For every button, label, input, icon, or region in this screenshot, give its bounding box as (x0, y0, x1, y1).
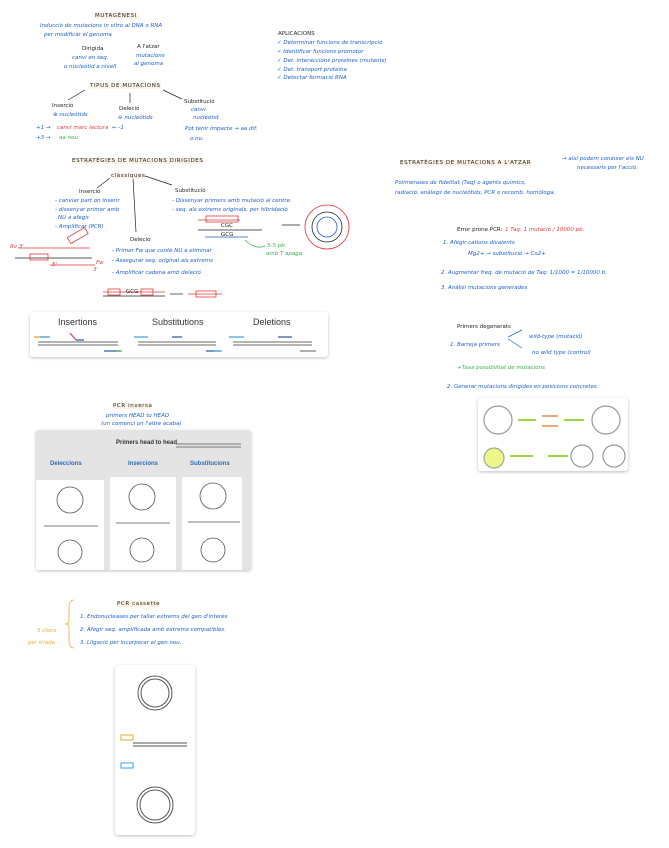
text: mutacions (136, 53, 165, 59)
side-note: per triada (28, 640, 56, 646)
list-item: - Primer Fw que conté NU a eliminar (112, 248, 212, 254)
label-deletions: Deletions (253, 317, 291, 327)
text: Polimerases de fidelitat (Taq) o agents … (395, 180, 526, 186)
text: Pot tenir impacte → aa dif. (185, 126, 258, 132)
definition-line: per modificar el genoma (44, 32, 112, 38)
list-item: NU a afegir. (58, 215, 91, 221)
text: al genoma (134, 61, 164, 67)
text: o no. (190, 136, 204, 142)
figure-head-to-head: Primers head to head Deleccions Insercio… (36, 430, 251, 570)
side-note: 5 clons (37, 628, 57, 634)
label: 3-5 pb (267, 243, 285, 249)
text: +Taxa possibilitat de mutacions (457, 365, 546, 371)
list-item: 2. Generar mutacions dirigides en posici… (447, 384, 599, 390)
list-item: - canviar part on inserir (55, 198, 120, 204)
heading-dirigida: Dirigida (82, 46, 104, 52)
label: Primers head to head (116, 440, 178, 446)
text: +1 → (36, 125, 51, 131)
definition-line: Inducció de mutacions in vitro al DNA o … (40, 23, 163, 29)
list-item: 2. Afegir seq. amplificada amb extrems c… (80, 627, 226, 633)
heading-classiques: clàssiques (111, 173, 146, 179)
title-cassette: PCR cassette (117, 601, 161, 607)
text: primers HEAD to HEAD (106, 413, 170, 419)
text: ⊕ nucleòtids (53, 112, 88, 118)
text: canvi en seq. (72, 55, 109, 61)
heading-insercio: Inserció (79, 189, 101, 195)
text: nucleòtid (193, 115, 219, 121)
label: Fw (96, 260, 104, 266)
aplicacio-item: ✓ Detectar formació RNA (277, 75, 347, 81)
list-item: - Amplificar cadena amb deleció (112, 270, 201, 276)
list-item: 1. Afegir cations divalents (443, 240, 515, 246)
list-item: - Assegurar seq. original als extrems (112, 258, 213, 264)
label: Deleccions (50, 461, 82, 467)
figure-cassette (115, 665, 195, 835)
text: +3 → (36, 135, 51, 141)
list-item: 3. Anàlisi mutacions generades (441, 285, 528, 291)
text: aa nou (59, 135, 78, 141)
text: canvi marc lectura (57, 125, 109, 131)
label: Insercions (128, 461, 159, 467)
text: o nucleòtid a nivell (64, 64, 117, 70)
label: 5' (52, 262, 58, 268)
title-mutagenesi: MUTAGÈNESI (95, 13, 137, 19)
aplicacio-item: ✓ Determinar funcions de transcripció (277, 40, 383, 46)
text: → així podem conèixer els NU (562, 156, 644, 162)
label: CGC (221, 223, 233, 229)
heading-delecio: Deleció (130, 237, 151, 243)
heading-atzar: A l'atzar (137, 44, 160, 50)
label: amb T apaga (266, 251, 303, 257)
heading-error-prone: Error prone PCR: (457, 227, 503, 233)
label-substitutions: Substitutions (152, 317, 204, 327)
aplicacio-item: ✓ Det. transport proteïna (277, 67, 347, 73)
text: 1 Taq: 1 mutació / 10000 pb. (505, 227, 585, 233)
figure-degenerate-primers (478, 398, 628, 471)
title-pcr-inversa: PCR inversa (113, 403, 153, 409)
title-tipus: TIPUS DE MUTACIONS (90, 83, 161, 89)
text: ⊖ nucleòtids (118, 115, 153, 121)
text: ← -1 (112, 125, 124, 131)
text: necessaris per l'acció. (577, 165, 638, 171)
list-item: 1. Endonucleases per tallar extrems del … (80, 614, 228, 620)
list-item: - Dissenyar primers amb mutació al centr… (172, 198, 292, 204)
text: (un comenci on l'altre acaba) (101, 421, 182, 427)
text: canvi (191, 107, 206, 113)
list-item: - dissenyar primer amb (55, 207, 120, 213)
heading-substitucio: Substitució (175, 188, 206, 194)
text: Mg2+ → substitució → Co2+ (468, 251, 546, 257)
text: radiació, anàlegs de nucleòtids, PCR o r… (395, 190, 556, 196)
figure-mutation-types: Insertions Substitutions Deletions (30, 312, 328, 357)
title-dirigides: ESTRATÈGIES DE MUTACIONS DIRIGIDES (72, 158, 204, 164)
heading-insercio: Inserció (52, 103, 74, 109)
list-item: - Amplificar (PCR) (55, 224, 104, 230)
label: Substitucions (190, 461, 230, 467)
heading-delecio: Deleció (119, 106, 140, 112)
label: Rv 3' (10, 244, 24, 250)
label: GCG (221, 232, 234, 238)
title-aplicacions: APLICACIONS (278, 31, 315, 37)
label-insertions: Insertions (58, 317, 98, 327)
list-item: 3. Lligació per incorporar el gen nou. (80, 640, 182, 646)
list-item: 2. Augmentar freq. de mutació de Taq: 1/… (441, 270, 607, 276)
text: no wild type (control) (532, 350, 591, 356)
label: GCG (126, 289, 139, 295)
aplicacio-item: ✓ Det. interaccions proteïnes (mutants) (277, 58, 387, 64)
aplicacio-item: ✓ Identificar funcions promotor (277, 49, 364, 55)
title-atzar: ESTRATÈGIES DE MUTACIONS A L'ATZAR (400, 160, 532, 166)
heading-substitucio: Substitució (184, 99, 215, 105)
heading-degenerats: Primers degenerats (457, 324, 511, 330)
list-item: - seq. als extrems originals, per hibrid… (172, 207, 288, 213)
list-item: 1. Barreja primers (450, 342, 500, 348)
text: wild-type (mutació) (529, 334, 583, 340)
label: 3' (93, 267, 99, 273)
